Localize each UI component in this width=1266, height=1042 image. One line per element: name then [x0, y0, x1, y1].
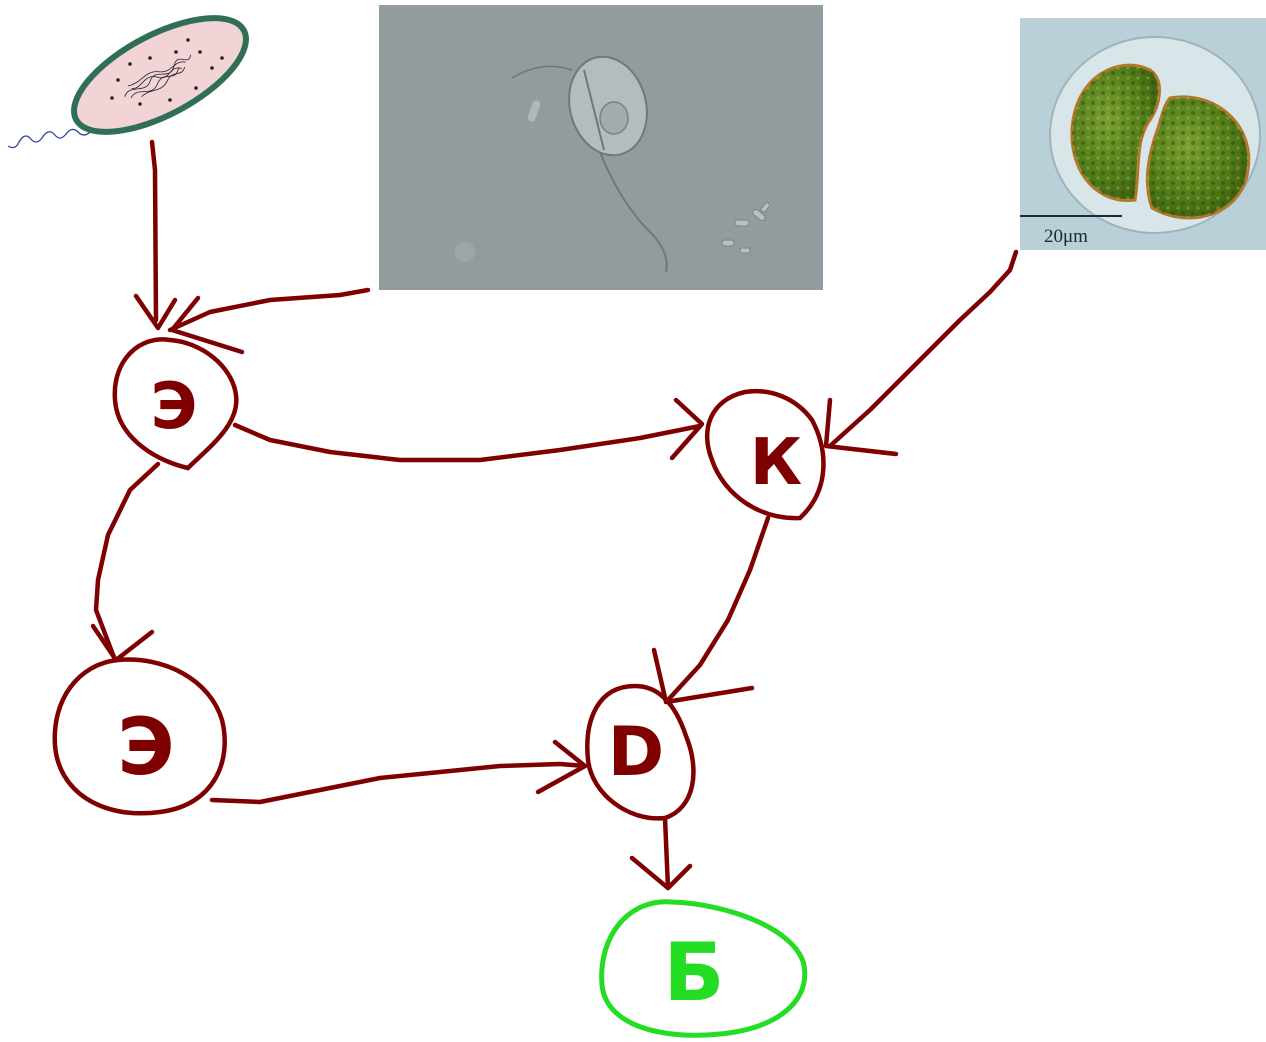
- edge-D-to-B: [629, 815, 693, 891]
- node-E2-label: Э: [117, 703, 174, 793]
- bacterium-image: [7, 15, 249, 149]
- bacterium-cell: [71, 15, 249, 135]
- algae-image: 20μm: [1020, 18, 1266, 250]
- edge-E2-to-D: [209, 739, 588, 805]
- node-B-outline: [599, 899, 808, 1038]
- node-D: D: [585, 683, 696, 821]
- protist-debris: [721, 202, 771, 254]
- edge-algae-to-K: [823, 249, 1019, 457]
- diagram-nodes: Э К Э D Б: [52, 337, 826, 1038]
- node-K-outline: [704, 388, 826, 521]
- edge-K-to-D: [651, 515, 771, 705]
- protist-flagellum: [599, 151, 668, 273]
- node-E1-label: Э: [151, 370, 198, 444]
- node-K-label: К: [750, 426, 802, 500]
- bacterium-ribosomes: [110, 38, 224, 106]
- node-E1: Э: [112, 337, 239, 471]
- node-B-label: Б: [664, 926, 725, 1019]
- node-E2-outline: [52, 657, 227, 816]
- edge-E1-to-K: [232, 397, 705, 463]
- protist-image: [379, 5, 823, 290]
- diagram-edges: [90, 139, 1019, 891]
- bacterium-nucleoid: [124, 54, 192, 99]
- node-E2: Э: [52, 657, 227, 816]
- edge-protist-to-E1: [167, 287, 371, 355]
- node-D-label: D: [608, 713, 664, 792]
- edge-bacterium-to-E1: [133, 139, 178, 331]
- edge-E1-to-E2: [90, 461, 161, 663]
- node-D-outline: [585, 683, 696, 821]
- node-K: К: [704, 388, 826, 521]
- bacterium-flagellum: [7, 128, 91, 149]
- algae-scale-label: 20μm: [1044, 226, 1088, 247]
- node-E1-outline: [112, 337, 239, 471]
- node-B: Б: [599, 899, 808, 1038]
